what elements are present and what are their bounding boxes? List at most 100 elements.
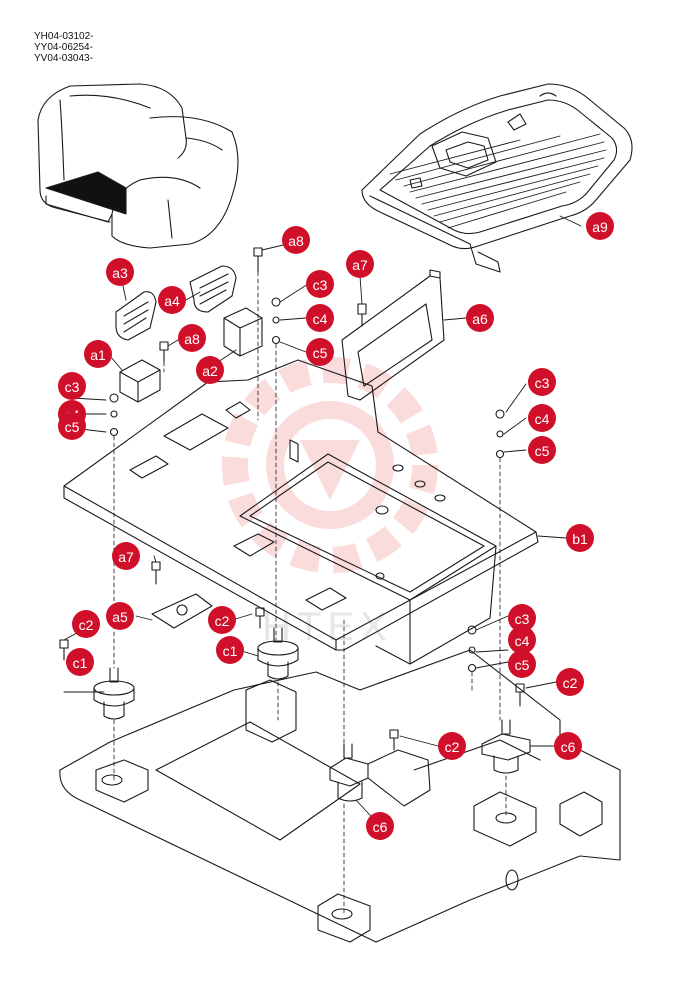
callout-badge	[106, 602, 134, 630]
callout-badge	[58, 412, 86, 440]
callout-label: a5	[112, 609, 128, 625]
callout-badge	[196, 356, 224, 384]
callout-label: c4	[515, 633, 530, 649]
mount-c6-right	[481, 719, 531, 774]
callout-badge	[346, 250, 374, 278]
part-code-list: YH04-03102- YY04-06254- YV04-03043-	[34, 31, 93, 64]
callout-label: a9	[592, 219, 608, 235]
callout-c2-right: c2	[556, 668, 584, 696]
floor-mat	[361, 83, 633, 273]
callout-label: b1	[572, 531, 588, 547]
callout-a7-top: a7	[346, 250, 374, 278]
callout-badge	[158, 286, 186, 314]
part-code: YH04-03102-	[34, 31, 94, 42]
callout-badge	[208, 606, 236, 634]
plate-a5	[151, 593, 213, 629]
callout-c1-mid: c1	[216, 636, 244, 664]
callout-badge	[178, 324, 206, 352]
callout-c4-right: c4	[528, 404, 556, 432]
callout-c5-top: c5	[306, 338, 334, 366]
callout-label: c4	[535, 411, 550, 427]
callout-label: c2	[563, 675, 578, 691]
operator-seat	[37, 83, 239, 249]
callout-a3: a3	[106, 258, 134, 286]
callout-badge	[528, 436, 556, 464]
callout-badge	[112, 542, 140, 570]
watermark-gear-logo	[222, 357, 438, 573]
callout-c4-lowright: c4	[508, 626, 536, 654]
callout-a8-top: a8	[282, 226, 310, 254]
callout-label: c5	[313, 345, 328, 361]
callout-a7-low: a7	[112, 542, 140, 570]
callout-badge	[306, 304, 334, 332]
mount-c1-mid	[257, 627, 299, 680]
callout-c6-right: c6	[554, 732, 582, 760]
mount-c1-left	[93, 667, 135, 720]
callout-c3-lowright: c3	[508, 604, 536, 632]
pedal-bracket-a1	[119, 359, 161, 403]
callout-a8-mid: a8	[178, 324, 206, 352]
part-code: YV04-03043-	[34, 53, 93, 64]
floor-plate	[63, 359, 539, 665]
callout-badge	[438, 732, 466, 760]
callout-badge	[106, 258, 134, 286]
callout-c2-center: c2	[438, 732, 466, 760]
lower-frame	[59, 649, 621, 943]
callout-label: c2	[445, 739, 460, 755]
callout-label: c5	[65, 419, 80, 435]
callout-label: a8	[184, 331, 200, 347]
callout-badge	[508, 604, 536, 632]
callout-badge	[586, 212, 614, 240]
callout-label: c4	[313, 311, 328, 327]
callout-label: a3	[112, 265, 128, 281]
bolts	[59, 247, 525, 751]
callout-c5-right: c5	[528, 436, 556, 464]
pedal-bracket-a2	[223, 307, 263, 357]
callout-badge	[282, 226, 310, 254]
pedal-a3	[115, 291, 157, 341]
callout-c4-top: c4	[306, 304, 334, 332]
callout-a2: a2	[196, 356, 224, 384]
callout-badge	[554, 732, 582, 760]
callout-b1: b1	[566, 524, 594, 552]
part-code: YY04-06254-	[34, 42, 93, 53]
pedal-a4	[189, 265, 237, 313]
callout-c5-lowright: c5	[508, 650, 536, 678]
callout-a6: a6	[466, 304, 494, 332]
callout-c3-right: c3	[528, 368, 556, 396]
callout-badge	[528, 368, 556, 396]
callout-label: c3	[515, 611, 530, 627]
callout-c6-center: c6	[366, 812, 394, 840]
assembly-lines	[113, 271, 507, 915]
callout-label: c2	[215, 613, 230, 629]
callout-c3-top: c3	[306, 270, 334, 298]
callout-a4: a4	[158, 286, 186, 314]
callout-badge	[66, 648, 94, 676]
callout-layer: a8 a7 a3 a4 c3 c4 a6 c5 a8 a1 a2 c3 c4 c5 c3 c4 c5 a9 b1 a7…	[58, 212, 614, 840]
mount-c6-center	[329, 743, 431, 807]
callout-label: c5	[515, 657, 530, 673]
callout-badge	[566, 524, 594, 552]
callout-label: a8	[288, 233, 304, 249]
callout-badge	[58, 372, 86, 400]
callout-label: c3	[65, 379, 80, 395]
callout-label: c3	[313, 277, 328, 293]
callout-badge	[366, 812, 394, 840]
callout-badge	[508, 650, 536, 678]
callout-c5-left: c5	[58, 412, 86, 440]
callout-label: c5	[535, 443, 550, 459]
callout-label: c3	[535, 375, 550, 391]
callout-a1: a1	[84, 340, 112, 368]
callout-c2-midleft: c2	[208, 606, 236, 634]
callout-c2-left: c2	[72, 610, 100, 638]
callout-badge	[556, 668, 584, 696]
callout-label: c1	[73, 655, 88, 671]
callout-badge	[216, 636, 244, 664]
callout-label: c1	[223, 643, 238, 659]
callout-badge	[466, 304, 494, 332]
bracket-a6	[341, 269, 445, 401]
callout-a5: a5	[106, 602, 134, 630]
callout-badge	[306, 270, 334, 298]
callout-label: a7	[118, 549, 134, 565]
